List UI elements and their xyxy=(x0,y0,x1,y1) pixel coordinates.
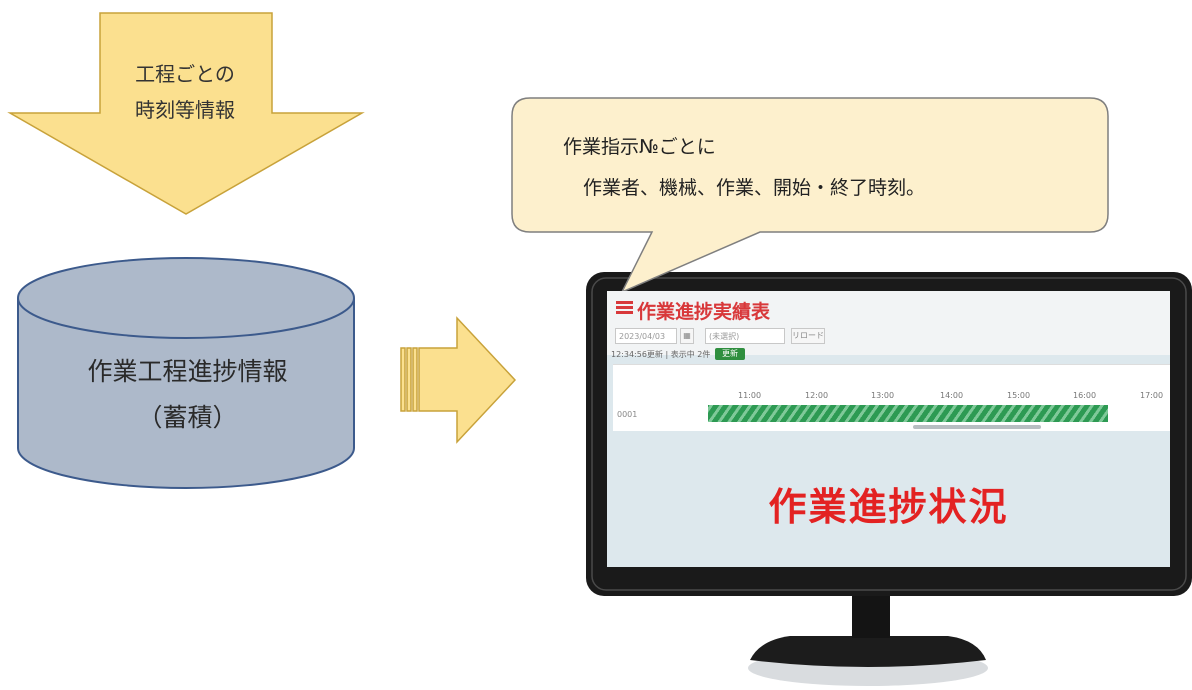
app-title: 作業進捗実績表 xyxy=(637,301,771,323)
time-tick: 12:00 xyxy=(805,391,829,400)
time-tick: 15:00 xyxy=(1007,391,1031,400)
database-label-line2: （蓄積） xyxy=(137,403,238,432)
calendar-icon[interactable]: ▦ xyxy=(680,328,694,344)
monitor-stand xyxy=(748,584,988,686)
gantt-scrollbar[interactable] xyxy=(913,425,1041,429)
callout-bubble-shape xyxy=(511,97,1109,294)
progress-status-title: 作業進捗状況 xyxy=(768,485,1009,529)
filter-select[interactable]: (未選択) xyxy=(705,328,785,344)
time-tick: 11:00 xyxy=(738,391,762,400)
down-arrow-shape xyxy=(7,12,365,215)
update-button[interactable]: 更新 xyxy=(715,348,745,360)
right-arrow-shape xyxy=(400,316,517,444)
time-tick: 16:00 xyxy=(1073,391,1097,400)
time-tick: 14:00 xyxy=(940,391,964,400)
database-label-line1: 作業工程進捗情報 xyxy=(87,357,288,386)
gantt-progress-bar[interactable] xyxy=(708,405,1108,422)
app-header: 作業進捗実績表 2023/04/03 ▦ (未選択) リロード xyxy=(607,291,1170,355)
input-arrow-line2: 時刻等情報 xyxy=(135,98,235,122)
database-cylinder xyxy=(17,257,355,489)
gantt-chart: 11:00 12:00 13:00 14:00 15:00 16:00 17:0… xyxy=(613,364,1170,431)
gantt-row-label: 0001 xyxy=(617,410,638,419)
callout-line2: 作業者、機械、作業、開始・終了時刻。 xyxy=(583,177,926,199)
input-arrow-line1: 工程ごとの xyxy=(135,62,235,86)
callout-line1: 作業指示№ごとに xyxy=(563,136,716,158)
monitor-screen: 作業進捗実績表 2023/04/03 ▦ (未選択) リロード 12:34:56… xyxy=(607,291,1170,567)
status-text: 12:34:56更新 | 表示中 2件 xyxy=(611,350,711,359)
date-input[interactable]: 2023/04/03 xyxy=(615,328,677,344)
reload-button[interactable]: リロード xyxy=(791,328,825,344)
time-tick: 17:00 xyxy=(1140,391,1164,400)
time-tick: 13:00 xyxy=(871,391,895,400)
app-logo-icon xyxy=(616,301,633,314)
